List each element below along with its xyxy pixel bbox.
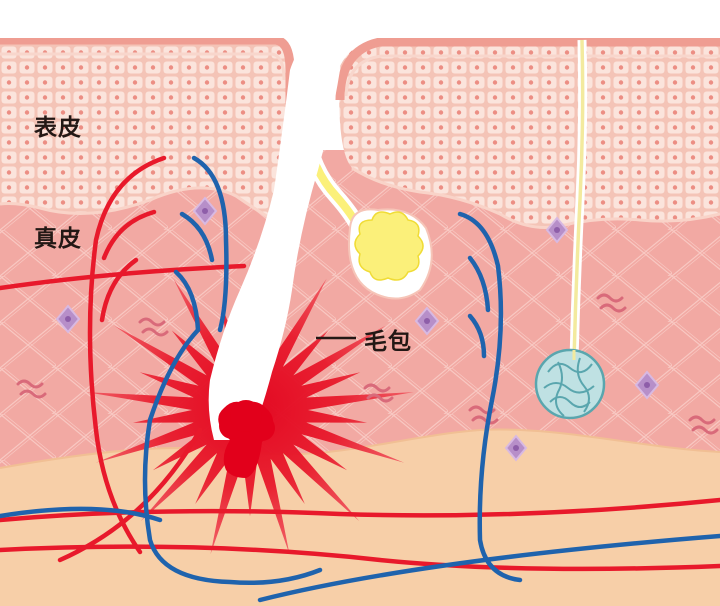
subcutaneous-layer [0,429,720,606]
hair-follicle-label: 毛包 [364,329,412,355]
veins [0,155,720,603]
epidermis-label: 表皮 [34,115,82,141]
epidermis-layer-right [339,40,720,228]
sebaceous-gland-icon [298,122,433,300]
sweat-gland-icon [534,348,606,420]
dermis-label: 真皮 [34,226,82,252]
fibroblasts [16,293,719,435]
hair-follicle-shaft [208,40,340,440]
arteries [0,155,720,572]
